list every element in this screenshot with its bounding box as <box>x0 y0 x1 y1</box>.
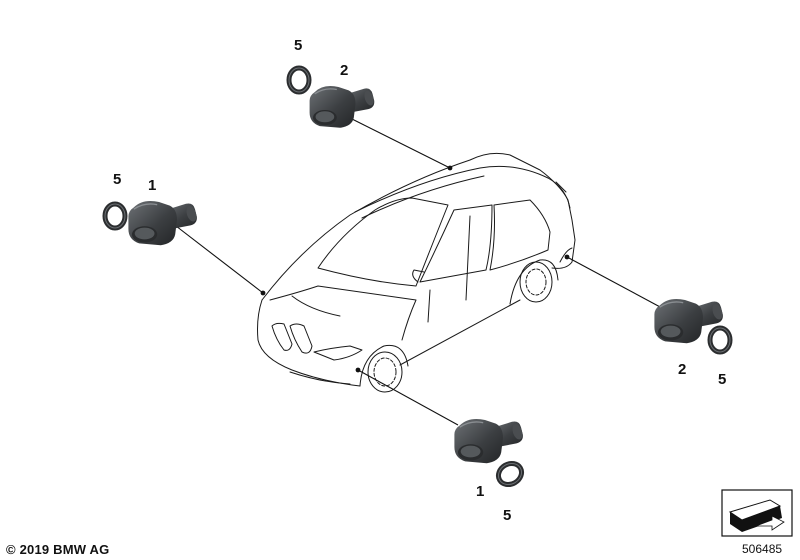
trim-ring-rear-top[interactable] <box>289 68 309 92</box>
pdc-sensor-rear-right[interactable] <box>653 298 725 344</box>
copyright-text: © 2019 BMW AG <box>6 542 110 557</box>
car-outline <box>257 152 576 393</box>
callout-front-left-sensor: 1 <box>148 177 156 194</box>
trim-ring-front-bottom[interactable] <box>495 459 526 488</box>
callout-rear-right-ring: 5 <box>718 371 726 388</box>
callout-front-bottom-ring: 5 <box>503 507 511 524</box>
view-direction-icon <box>721 489 793 537</box>
leader-rear-right <box>566 256 663 309</box>
callout-rear-top-sensor: 2 <box>340 62 348 79</box>
callout-rear-right-sensor: 2 <box>678 361 686 378</box>
pdc-sensor-front-left[interactable] <box>127 200 199 246</box>
leader-front-left <box>175 225 264 294</box>
trim-ring-rear-right[interactable] <box>710 328 730 352</box>
leader-rear-top <box>349 117 451 169</box>
pdc-sensor-rear-top[interactable] <box>308 85 377 129</box>
diagram-number: 506485 <box>742 542 783 556</box>
callout-front-left-ring: 5 <box>113 171 121 188</box>
pdc-sensor-front-bottom[interactable] <box>453 418 525 464</box>
callout-front-bottom-sensor: 1 <box>476 483 484 500</box>
leader-dots <box>260 165 570 373</box>
callout-rear-top-ring: 5 <box>294 37 302 54</box>
leader-front-bottom <box>357 369 459 426</box>
trim-ring-front-left[interactable] <box>105 204 125 228</box>
leader-lines <box>175 117 663 426</box>
